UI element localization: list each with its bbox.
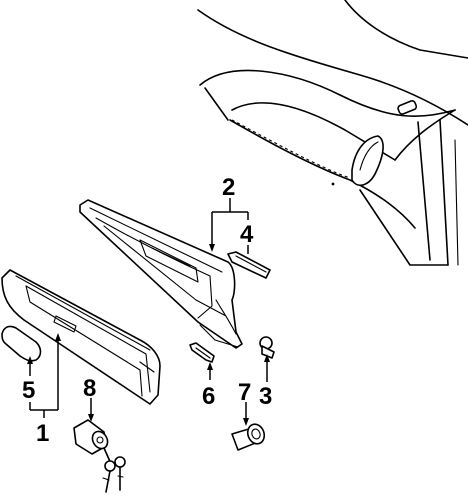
part-5-pad	[1, 325, 42, 362]
callout-4: 4	[240, 221, 254, 248]
callout-3: 3	[259, 383, 272, 410]
callout-1: 1	[36, 420, 49, 447]
callout-8: 8	[83, 375, 96, 402]
glove-box-door	[1, 269, 161, 405]
callout-labels: 2 4 1 5 8 6 3 7	[22, 174, 272, 447]
part-8-lock-with-keys	[73, 419, 126, 493]
part-3-bumper	[259, 336, 275, 359]
callout-7: 7	[238, 379, 251, 406]
glove-box-housing	[79, 199, 243, 349]
part-4-strip	[227, 251, 271, 279]
leader-lines	[27, 198, 270, 426]
part-6-clip	[189, 342, 215, 363]
dashboard-outline	[197, 0, 468, 266]
callout-6: 6	[202, 383, 215, 410]
callout-2: 2	[222, 174, 235, 201]
part-7-cylinder	[231, 423, 266, 451]
callout-5: 5	[22, 377, 35, 404]
